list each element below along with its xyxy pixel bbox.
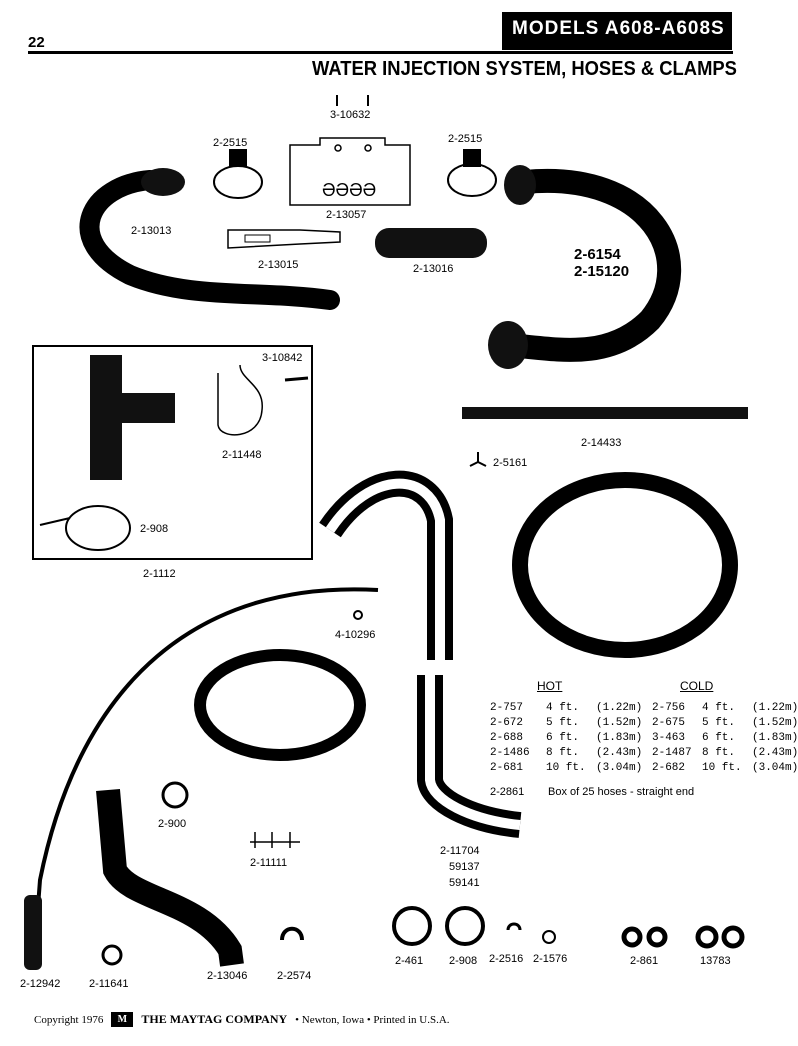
part-label: 2-1576 <box>533 953 568 965</box>
coiled-hose-icon <box>512 472 738 658</box>
company-name: THE MAYTAG COMPANY <box>141 1012 288 1026</box>
part-label: 2-5161 <box>493 457 528 469</box>
part-description: Box of 25 hoses - straight end <box>548 786 695 798</box>
part-label: 4-10296 <box>335 629 376 641</box>
part-label: 2-11111 <box>250 857 288 869</box>
part-label: 2-2574 <box>277 970 312 982</box>
part-label: 2-2515 <box>213 137 248 149</box>
part-label: 2-15120 <box>574 263 630 280</box>
tee-connector-icon <box>90 355 175 480</box>
part-label: 2-908 <box>449 955 478 967</box>
footer: Copyright 1976 M THE MAYTAG COMPANY • Ne… <box>34 1012 450 1027</box>
part-label: 2-6154 <box>574 246 621 263</box>
table-header-hot: HOT <box>537 679 563 693</box>
part-label: 59141 <box>449 877 480 889</box>
page-title: WATER INJECTION SYSTEM, HOSES & CLAMPS <box>312 58 737 80</box>
part-label: 59137 <box>449 861 480 873</box>
coiled-hose-small-icon <box>194 649 366 761</box>
part-label: 3-10842 <box>262 352 303 364</box>
models-banner <box>502 12 732 50</box>
table-header-cold: COLD <box>680 679 714 693</box>
hose-clamp-icon <box>39 505 131 551</box>
part-label: 13783 <box>700 955 731 967</box>
hose-2-6154 <box>508 168 682 362</box>
clamp-icon <box>213 149 497 199</box>
maytag-logo-icon: M <box>111 1012 134 1027</box>
part-label: 2-13016 <box>413 263 454 275</box>
location: • Newton, Iowa • Printed in U.S.A. <box>295 1013 450 1026</box>
part-label: 2-11704 <box>440 845 480 857</box>
straight-hose-icon <box>462 407 748 419</box>
part-label: 2-12942 <box>20 978 61 990</box>
part-label: 2-461 <box>395 955 424 967</box>
part-label: 2-13046 <box>207 970 248 982</box>
long-tube-icon <box>32 587 379 961</box>
part-label: 2-13057 <box>326 209 367 221</box>
part-label: 2-2861 <box>490 786 525 798</box>
page-number: 22 <box>28 34 45 51</box>
part-label: 2-861 <box>630 955 659 967</box>
elbow-hose-icon <box>96 788 244 967</box>
part-label: 2-2515 <box>448 133 483 145</box>
part-label: 2-13013 <box>131 225 172 237</box>
clip-icon <box>469 452 487 467</box>
part-label: 2-1112 <box>143 568 176 580</box>
screw-icon <box>336 95 369 106</box>
part-label: 2-900 <box>158 818 187 830</box>
header-rule <box>28 51 733 54</box>
part-label: 2-2516 <box>489 953 524 965</box>
short-hose-icon <box>375 228 487 258</box>
part-label: 2-11448 <box>222 449 262 461</box>
wire-form-icon <box>217 364 263 436</box>
models-label: MODELS A608-A608S <box>512 18 725 39</box>
hose-end-icon <box>141 168 185 196</box>
part-label: 2-908 <box>140 523 169 535</box>
part-label: 2-14433 <box>581 437 622 449</box>
copyright: Copyright 1976 <box>34 1013 104 1026</box>
mounting-plate-icon: ƏƏƏƏ <box>289 137 411 206</box>
part-label: 3-10632 <box>330 109 371 121</box>
part-label: 2-13015 <box>258 259 299 271</box>
washer-icon <box>621 925 745 949</box>
hose-2-13013 <box>79 170 340 310</box>
svg-text:ƏƏƏƏ: ƏƏƏƏ <box>322 180 376 200</box>
part-label: 2-11641 <box>89 978 129 990</box>
kit-box <box>32 345 313 560</box>
